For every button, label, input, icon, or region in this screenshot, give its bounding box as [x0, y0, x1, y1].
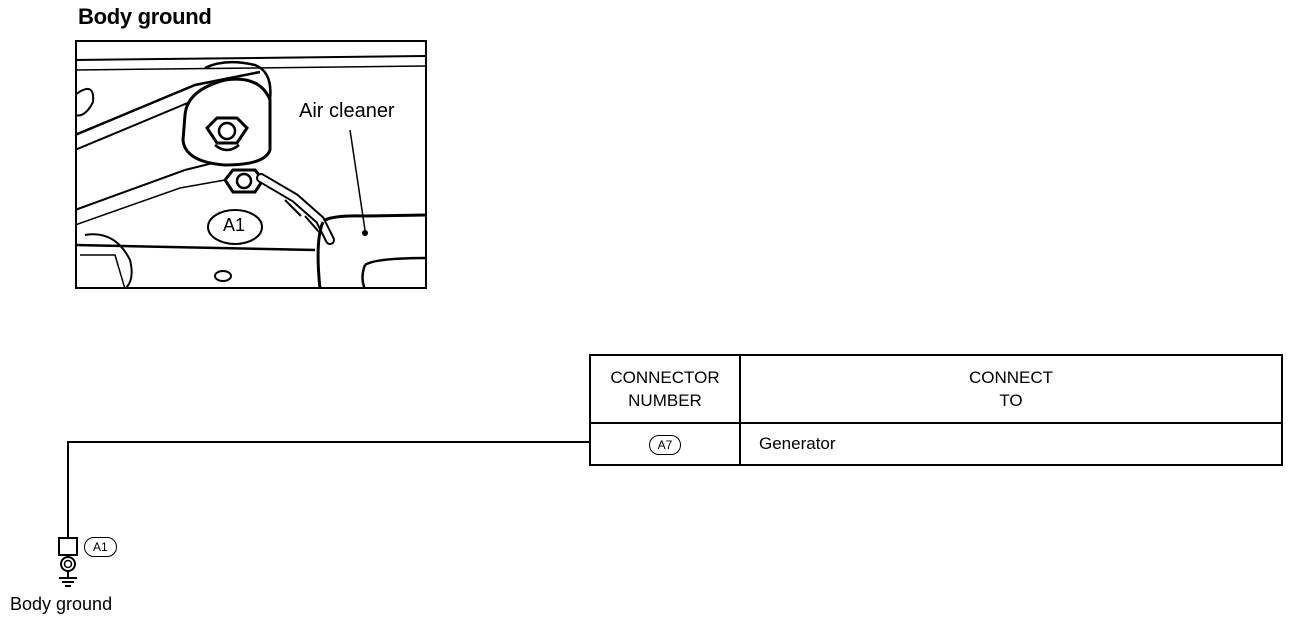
figure-title: Body ground [78, 4, 212, 29]
ground-connector-badge: A1 [84, 537, 117, 557]
connector-badge: A7 [648, 434, 682, 455]
body-ground-photo: Air cleaner A1 [75, 40, 427, 289]
connector-number-header: CONNECTOR NUMBER [589, 354, 741, 424]
connect-to-header: CONNECT TO [739, 354, 1283, 424]
ground-icon [59, 577, 77, 587]
ground-terminal-symbol [60, 556, 76, 572]
connector-table: CONNECTOR NUMBER CONNECT TO A7 Generator [589, 354, 1283, 466]
engine-bay-illustration [75, 40, 427, 289]
air-cleaner-label: Air cleaner [299, 100, 395, 122]
ground-caption: Body ground [10, 594, 113, 614]
photo-connector-label: A1 [223, 215, 246, 235]
table-row: A7 Generator [589, 422, 1283, 466]
connect-to-cell: Generator [739, 422, 1283, 466]
connector-cell: A7 [589, 422, 741, 466]
ground-connector-symbol [58, 537, 78, 556]
ground-wire [67, 441, 589, 538]
